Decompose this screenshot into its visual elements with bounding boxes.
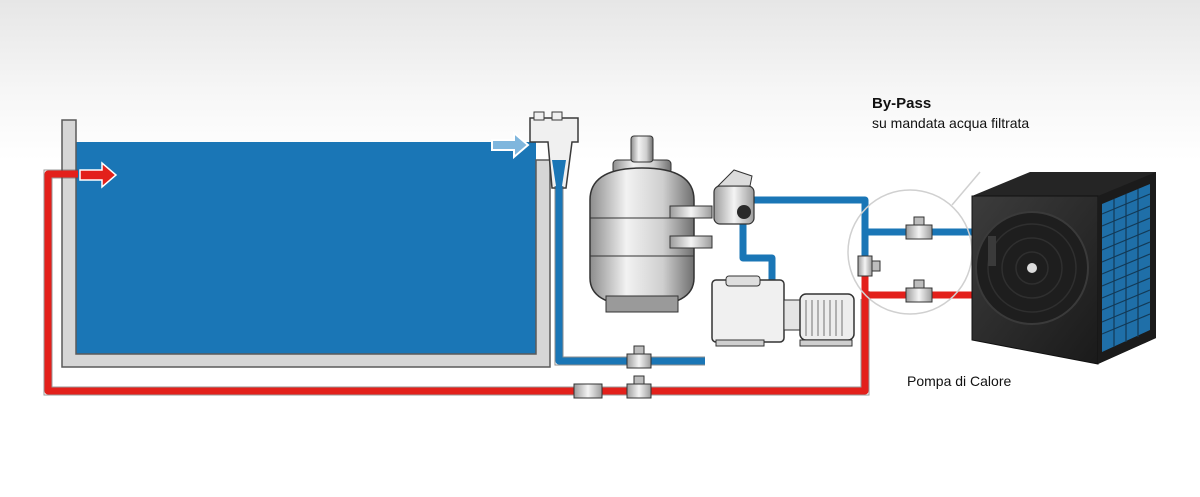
valve-icon (905, 279, 933, 303)
pool (61, 119, 551, 368)
valve-icon (626, 375, 652, 399)
pool-wall (61, 119, 551, 368)
valve-icon (857, 255, 881, 277)
bypass-title: By-Pass (872, 95, 932, 112)
circulation-pump (711, 275, 855, 347)
heat-pump-label: Pompa di Calore (907, 373, 1012, 389)
suction-pipe (555, 186, 705, 365)
heat-pump-grille (1101, 184, 1151, 352)
valve-icon (905, 216, 933, 240)
multiport-valve (713, 169, 755, 225)
pump-to-filter-pipe (739, 210, 776, 290)
bypass-subtitle: su mandata acqua filtrata (872, 115, 1030, 131)
filter-outlet-pipe (752, 196, 980, 236)
skimmer (529, 111, 579, 189)
valve-icon (626, 345, 652, 369)
arrow-right-outline-icon (491, 130, 530, 160)
heat-pump (971, 172, 1156, 365)
valve-icon (573, 383, 603, 399)
return-pipe (44, 170, 980, 395)
arrow-right-icon (79, 161, 118, 189)
fan-icon (975, 211, 1089, 325)
sand-filter (589, 135, 713, 313)
pool-water (76, 142, 536, 354)
